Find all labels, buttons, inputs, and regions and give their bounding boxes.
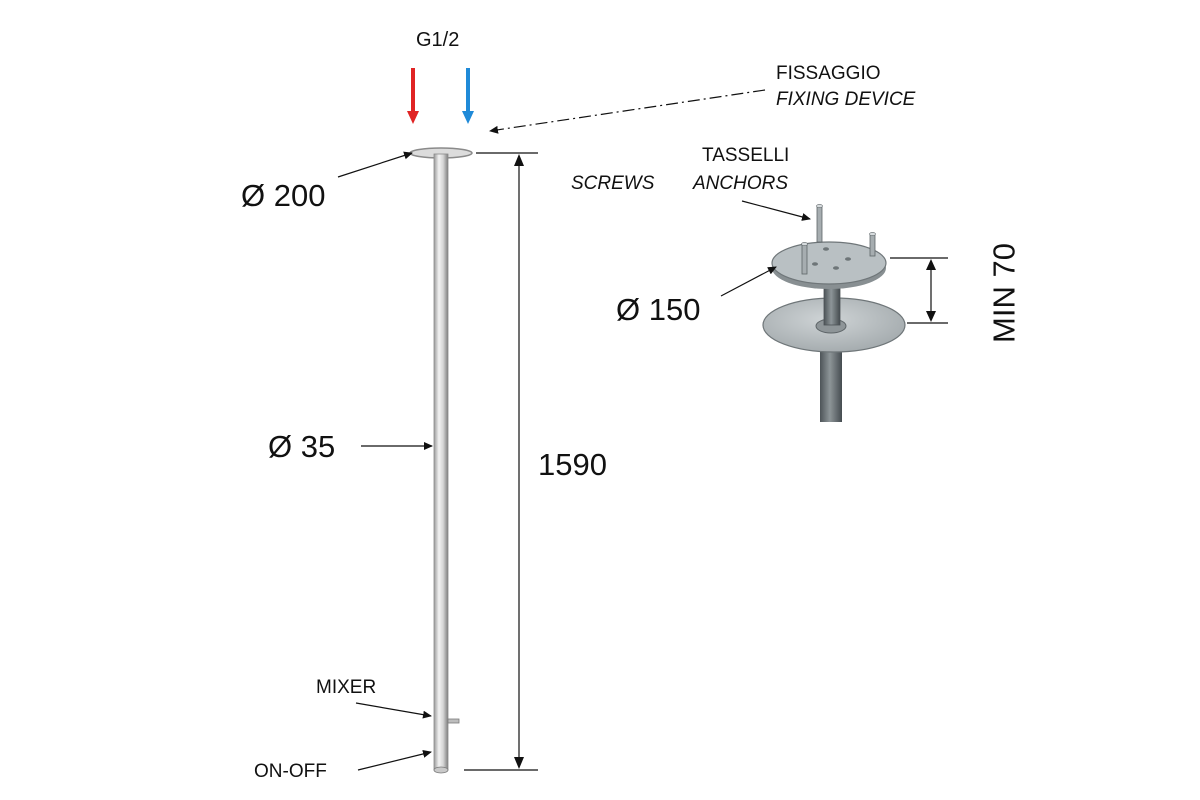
min-distance-dimension (890, 257, 948, 324)
min-distance-label: MIN 70 (986, 243, 1022, 343)
inlet-label: G1/2 (416, 29, 460, 51)
fixing-label-it: FISSAGGIO (776, 63, 881, 84)
detail-connector (823, 282, 841, 326)
mixer-label: MIXER (316, 677, 377, 698)
pipe-diameter-label: Ø 35 (268, 429, 336, 464)
shower-column (409, 147, 473, 774)
fixing-label-en: FIXING DEVICE (776, 89, 916, 110)
mixer-leader (355, 702, 432, 719)
on-off-knob (433, 766, 449, 774)
screws-label: SCREWS (571, 173, 655, 194)
height-dimension (464, 152, 538, 771)
tasselli-label: TASSELLI (702, 145, 790, 166)
flange-diameter-label: Ø 200 (241, 178, 326, 213)
on-off-label: ON-OFF (254, 761, 327, 782)
on-off-leader (357, 750, 432, 771)
anchors-label: ANCHORS (693, 173, 789, 194)
mounting-detail (762, 204, 906, 422)
fixing-leader (489, 89, 766, 134)
column-pipe (433, 153, 449, 771)
plate-leader (720, 266, 777, 297)
plate-diameter-label: Ø 150 (616, 292, 701, 327)
anchors-leader (741, 200, 811, 221)
mixer-lever (447, 718, 460, 724)
mounting-plate (771, 241, 887, 285)
flange-leader (337, 151, 413, 178)
total-height-label: 1590 (538, 447, 607, 482)
